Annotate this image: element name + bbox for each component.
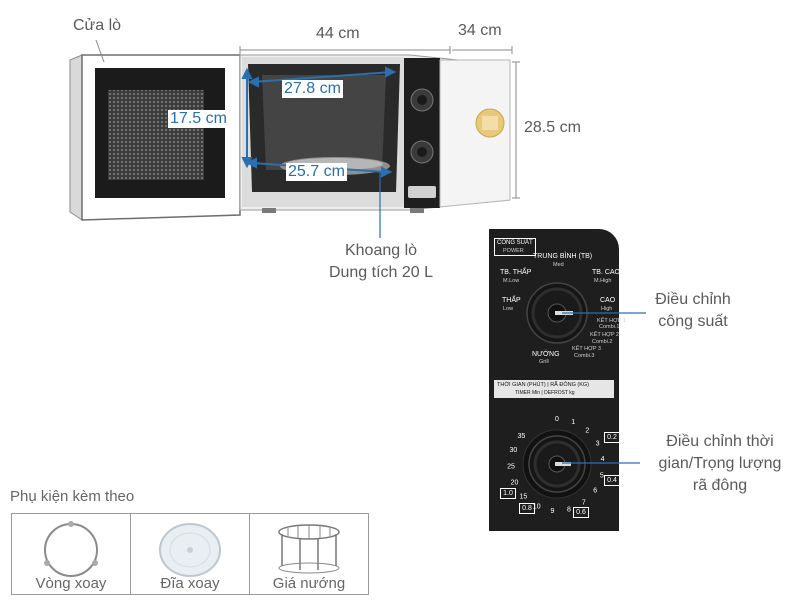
cavity-title-label: Khoang lò [344,242,418,259]
accessory-plate-label: Đĩa xoay [160,575,220,592]
power-combi3-en: Combi.3 [574,353,595,359]
door-label: Cửa lò [73,17,122,34]
power-grill: NƯỚNG [532,351,560,358]
roller-ring-icon [44,521,98,577]
turntable-plate-icon [159,523,221,577]
power-header-en: POWER [503,248,524,254]
power-combi1-en: Combi.1 [599,324,620,330]
weight-badge-02: 0.2 [604,432,620,443]
timer-tick-label: 15 [520,493,528,500]
power-med-high-en: M.High [594,278,612,284]
power-medium: TRUNG BÌNH (TB) [533,253,593,260]
height-label: 28.5 cm [524,119,581,136]
timer-tick-label: 5 [600,472,604,479]
timer-tick-label: 35 [518,433,526,440]
timer-header-box [494,380,614,398]
cavity-depth-label: 25.7 cm [286,163,347,181]
power-header: CÔNG SUẤT [497,240,533,246]
power-control-label-2: công suất [658,313,728,330]
timer-control-label-1: Điều chỉnh thời [666,433,774,450]
timer-header: THỜI GIAN (PHÚT) | RÃ ĐÔNG (KG) [497,382,590,388]
timer-tick-label: 20 [511,480,519,487]
cavity-width-arrow [247,66,397,88]
cavity-height-label: 17.5 cm [168,110,229,128]
power-control-label-1: Điều chỉnh [655,291,731,308]
accessories-title: Phụ kiện kèm theo [10,488,135,505]
power-low-en: Low [503,306,514,312]
cavity-height-arrow [241,67,253,169]
depth-dimension-line [452,46,513,54]
timer-tick-label: 4 [601,456,605,463]
power-high: CAO [600,297,616,304]
power-med-low: TB. THẤP [500,269,532,276]
power-grill-en: Grill [539,359,549,365]
depth-label: 34 cm [458,22,502,39]
timer-control-label-3: rã đông [692,477,748,494]
weight-badge-06: 0.6 [573,507,589,518]
power-combi3: KẾT HỢP 3 [572,346,601,352]
timer-tick-label: 8 [567,506,571,513]
weight-badge-08: 0.8 [519,503,535,514]
timer-tick-label: 7 [582,499,586,506]
power-medium-en: Med [553,262,564,268]
power-combi2: KẾT HỢP 2 [590,332,619,338]
power-combi1: KẾT HỢP 1 [597,318,626,324]
timer-tick-label: 10 [533,503,541,510]
power-header-box [494,238,536,256]
accessory-grill-rack-label: Giá nướng [272,575,346,592]
timer-control-label-2: gian/Trọng lượng [658,455,782,472]
weight-badge-04: 0.4 [604,475,620,486]
timer-tick-label: 9 [551,508,555,515]
width-dimension-line [239,46,451,54]
timer-header-en: TIMER Min | DEFROST kg [515,390,575,396]
accessory-grill-rack: Giá nướng [249,513,369,595]
grill-rack-icon [278,524,340,574]
weight-badge-10: 1.0 [500,488,516,499]
timer-tick-label: 3 [596,440,600,447]
cavity-capacity-label: Dung tích 20 L [328,264,434,281]
power-med-low-en: M.Low [503,278,520,284]
power-med-high: TB. CAO [592,269,621,276]
oven-door [69,54,241,221]
power-combi2-en: Combi.2 [592,339,613,345]
timer-tick-label: 25 [507,464,515,471]
width-label: 44 cm [316,25,360,42]
cavity-width-label: 27.8 cm [282,80,343,98]
accessory-ring: Vòng xoay [11,513,131,595]
timer-knob[interactable] [522,429,592,499]
timer-tick-label: 1 [571,419,575,426]
power-low: THẤP [502,297,521,304]
accessory-plate: Đĩa xoay [130,513,250,595]
timer-tick-label: 2 [585,427,589,434]
power-high-en: High [601,306,613,312]
door-callout-line [95,39,105,63]
height-dimension-line [512,61,520,199]
accessory-ring-label: Vòng xoay [35,575,107,592]
timer-tick-label: 6 [593,488,597,495]
timer-tick-label: 30 [510,447,518,454]
timer-tick-label: 0 [555,416,559,423]
